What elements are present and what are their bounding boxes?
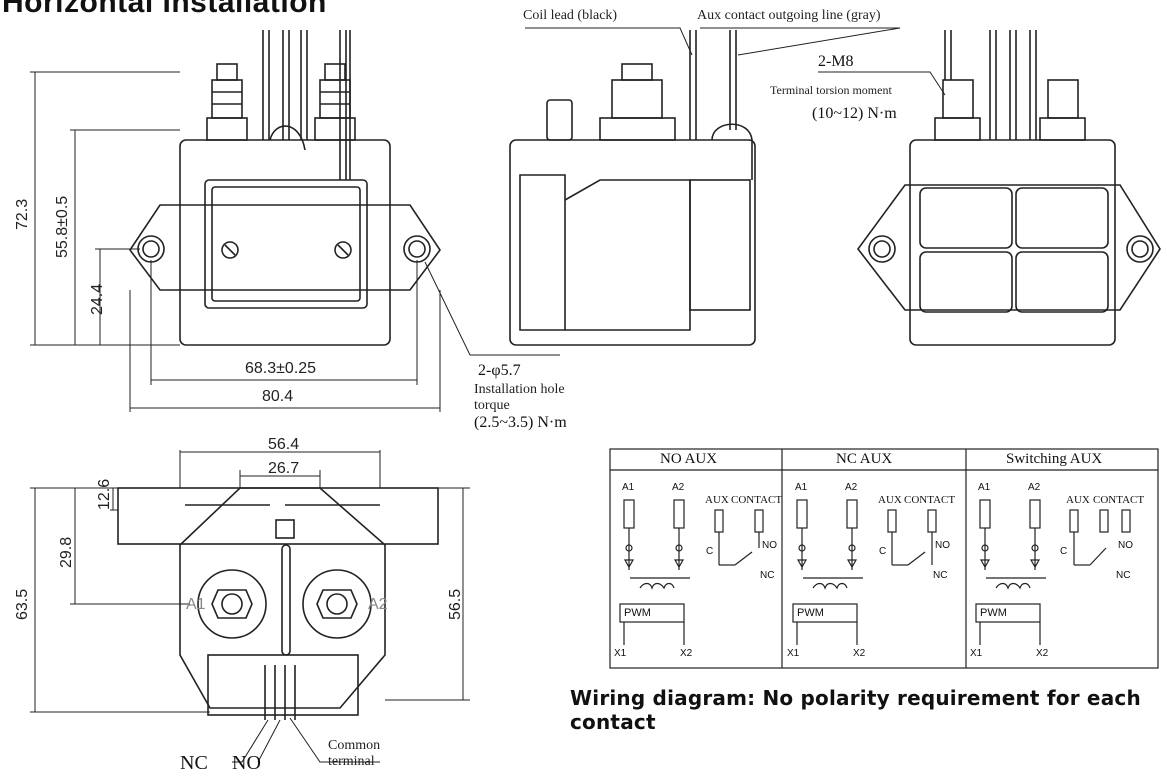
coil-lead-label: Coil lead (black) bbox=[523, 8, 618, 23]
rear-view bbox=[818, 30, 1161, 346]
w2-c: C bbox=[879, 546, 887, 557]
w2-a2: A2 bbox=[845, 482, 858, 493]
w3-x1: X1 bbox=[970, 648, 983, 659]
dim-width-total: 80.4 bbox=[262, 388, 294, 405]
w2-x2: X2 bbox=[853, 648, 866, 659]
w3-a2: A2 bbox=[1028, 482, 1041, 493]
dim-bottom-flange: 12.6 bbox=[96, 478, 113, 510]
dim-bottom-body: 56.5 bbox=[447, 588, 464, 620]
hole-label: Installation hole bbox=[474, 382, 565, 397]
wiring-table bbox=[609, 448, 1159, 669]
dim-bottom-center: 29.8 bbox=[58, 536, 75, 568]
w1-x1: X1 bbox=[614, 648, 627, 659]
w3-aux: AUX bbox=[1066, 494, 1090, 506]
w3-x2: X2 bbox=[1036, 648, 1049, 659]
wiring-header-nc-aux: NC AUX bbox=[836, 451, 893, 467]
dim-bottom-inner: 26.7 bbox=[268, 460, 300, 477]
wiring-caption: Wiring diagram: No polarity requirement … bbox=[570, 686, 1141, 734]
terminal-a1-label: A1 bbox=[186, 596, 206, 613]
dim-height-hole-top: 55.8±0.5 bbox=[54, 195, 71, 258]
terminal-a2-label: A2 bbox=[368, 596, 388, 613]
w3-no: NO bbox=[1118, 540, 1133, 551]
w2-nc: NC bbox=[933, 570, 948, 581]
page-title: Horizontal Installation bbox=[2, 0, 327, 19]
hole-spec: 2-φ5.7 bbox=[478, 362, 521, 379]
dim-hole-spacing: 68.3±0.25 bbox=[245, 360, 317, 377]
w2-x1: X1 bbox=[787, 648, 800, 659]
w3-a1: A1 bbox=[978, 482, 991, 493]
front-view bbox=[30, 30, 560, 412]
w3-pwm: PWM bbox=[980, 607, 1007, 619]
dim-bottom-outer: 56.4 bbox=[268, 436, 300, 453]
wiring-symbols bbox=[619, 499, 1131, 645]
aux-line-label: Aux contact outgoing line (gray) bbox=[697, 8, 881, 23]
nc-label: NC bbox=[180, 752, 208, 774]
wiring-header-no-aux: NO AUX bbox=[660, 451, 718, 467]
w2-aux: AUX bbox=[878, 494, 902, 506]
w2-a1: A1 bbox=[795, 482, 808, 493]
terminal-spec: 2-M8 bbox=[818, 53, 854, 70]
dim-height-total: 72.3 bbox=[14, 198, 31, 230]
dim-bottom-height: 63.5 bbox=[14, 588, 31, 620]
w1-a1: A1 bbox=[622, 482, 635, 493]
common-label-1: Common bbox=[328, 738, 381, 753]
common-label-2: terminal bbox=[328, 754, 375, 769]
w3-c: C bbox=[1060, 546, 1068, 557]
w1-no: NO bbox=[762, 540, 777, 551]
bottom-view bbox=[30, 450, 470, 763]
w1-x2: X2 bbox=[680, 648, 693, 659]
hole-torque-label: torque bbox=[474, 398, 510, 413]
side-view bbox=[509, 27, 901, 346]
dim-height-hole: 24.4 bbox=[89, 283, 106, 315]
w1-aux: AUX bbox=[705, 494, 729, 506]
w1-contact: CONTACT bbox=[731, 494, 783, 506]
w1-a2: A2 bbox=[672, 482, 685, 493]
wiring-header-switching-aux: Switching AUX bbox=[1006, 451, 1103, 467]
w1-pwm: PWM bbox=[624, 607, 651, 619]
w3-nc: NC bbox=[1116, 570, 1131, 581]
w2-contact: CONTACT bbox=[904, 494, 956, 506]
w2-no: NO bbox=[935, 540, 950, 551]
no-label: NO bbox=[232, 752, 261, 774]
terminal-torque-value: (10~12) N·m bbox=[812, 105, 897, 122]
w3-contact: CONTACT bbox=[1093, 494, 1145, 506]
w2-pwm: PWM bbox=[797, 607, 824, 619]
terminal-torque-label: Terminal torsion moment bbox=[770, 83, 892, 97]
w1-nc: NC bbox=[760, 570, 775, 581]
hole-torque-value: (2.5~3.5) N·m bbox=[474, 414, 567, 431]
w1-c: C bbox=[706, 546, 714, 557]
